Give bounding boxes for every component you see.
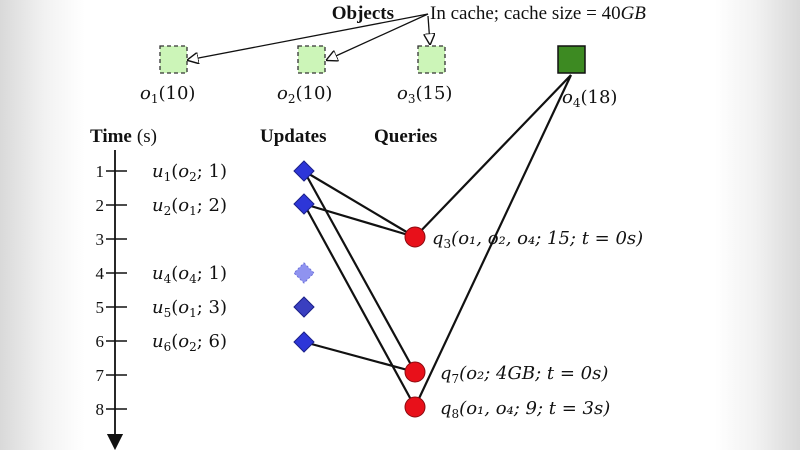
queries-header: Queries (374, 126, 437, 147)
update-u2-label: u2(o1; 2) (152, 195, 227, 218)
updates-header: Updates (260, 126, 327, 147)
query-q3-marker (404, 226, 426, 248)
object-o1-box (159, 45, 188, 74)
time-ticks (106, 170, 127, 410)
update-u2-marker (293, 193, 315, 215)
update-u4-marker (293, 262, 315, 284)
object-o4-label: o4(18) (562, 87, 617, 110)
cache-caption: In cache; cache size = 40GB (430, 3, 646, 24)
tick-label-2: 2 (96, 196, 105, 215)
tick-label-3: 3 (96, 230, 105, 249)
query-q8-marker (404, 396, 426, 418)
edge-o4-q3 (414, 74, 572, 238)
edge-o4-q8 (414, 74, 572, 408)
tick-label-6: 6 (96, 332, 105, 351)
cache-arrow-o1 (188, 13, 429, 60)
tick-label-1: 1 (96, 162, 105, 181)
cache-arrow-o3 (428, 15, 430, 44)
update-u5-label: u5(o1; 3) (152, 297, 227, 320)
update-u6-label: u6(o2; 6) (152, 331, 227, 354)
cache-arrow-o2 (327, 13, 429, 60)
edge-u6-q7 (303, 340, 416, 374)
edge-u1-q3 (303, 170, 416, 238)
update-u4-label: u4(o4; 1) (152, 263, 227, 286)
query-q7-marker (404, 361, 426, 383)
object-o4-box (557, 45, 586, 74)
time-header: Time(s) (90, 126, 157, 147)
object-o1-label: o1(10) (140, 83, 195, 106)
object-o3-box (417, 45, 446, 74)
tick-label-4: 4 (96, 264, 105, 283)
edge-u1-q7 (303, 170, 416, 373)
query-q3-label: q3(o₁, o₂, o₄; 15; t = 0s) (432, 228, 643, 251)
update-u1-marker (293, 160, 315, 182)
tick-label-8: 8 (96, 400, 105, 419)
tick-label-5: 5 (96, 298, 105, 317)
connection-lines (303, 74, 572, 408)
tick-label-7: 7 (96, 366, 105, 385)
query-q7-label: q7(o₂; 4GB; t = 0s) (440, 363, 608, 386)
edge-u2-q3 (303, 202, 416, 239)
query-q8-label: q8(o₁, o₄; 9; t = 3s) (440, 398, 610, 421)
update-u1-label: u1(o2; 1) (152, 161, 227, 184)
update-u6-marker (293, 331, 315, 353)
edge-u2-q8 (303, 203, 416, 408)
object-o3-label: o3(15) (397, 83, 452, 106)
objects-label: Objects (332, 3, 394, 24)
object-o2-label: o2(10) (277, 83, 332, 106)
cache-arrows (188, 13, 430, 60)
update-u5-marker (293, 296, 315, 318)
object-o2-box (297, 45, 326, 74)
